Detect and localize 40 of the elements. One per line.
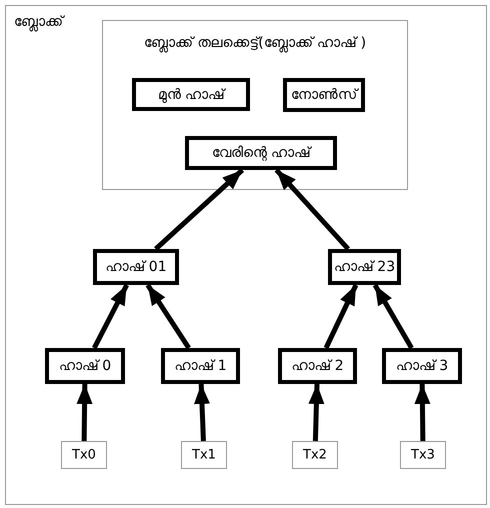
arrow bbox=[194, 384, 210, 442]
hash-box bbox=[328, 249, 401, 285]
hash-box bbox=[45, 348, 125, 384]
hash-label: ഹാഷ് 2 bbox=[290, 358, 345, 374]
hash-label: വേരിന്റെ ഹാഷ് bbox=[210, 145, 313, 161]
heading: ബ്ലോക്ക് തലക്കെട്ട്(ബ്ലോക്ക് ഹാഷ് ) bbox=[142, 35, 368, 51]
transaction-box bbox=[61, 441, 107, 469]
heading: ബ്ലോക്ക് bbox=[14, 14, 63, 30]
arrow bbox=[76, 384, 93, 442]
hash-box bbox=[93, 249, 179, 285]
arrow bbox=[92, 284, 129, 350]
hash-box bbox=[278, 348, 357, 384]
arrow bbox=[324, 284, 358, 350]
arrow bbox=[308, 384, 324, 442]
hash-label: മുൻ ഹാഷ് bbox=[156, 86, 227, 102]
arrow bbox=[154, 168, 244, 251]
transaction-box bbox=[292, 441, 338, 469]
hash-box bbox=[132, 78, 250, 111]
transaction-label: Tx1 bbox=[191, 448, 217, 462]
arrow bbox=[414, 384, 430, 442]
hash-label: ഹാഷ് 0 bbox=[58, 358, 112, 374]
hash-box bbox=[283, 78, 365, 112]
transaction-label: Tx3 bbox=[410, 448, 436, 462]
arrow bbox=[274, 168, 350, 251]
hash-box bbox=[161, 348, 240, 384]
transaction-label: Tx0 bbox=[71, 448, 97, 462]
hash-label: ഹാഷ് 23 bbox=[332, 259, 396, 275]
arrow bbox=[372, 284, 414, 350]
hash-label: നോൺസ് bbox=[290, 87, 360, 103]
hash-label: ഹാഷ് 1 bbox=[173, 358, 228, 374]
header-panel bbox=[102, 20, 408, 190]
transaction-label: Tx2 bbox=[302, 448, 328, 462]
transaction-box bbox=[400, 441, 446, 469]
hash-label: ഹാഷ് 3 bbox=[394, 358, 450, 374]
hash-label: ഹാഷ് 01 bbox=[104, 259, 168, 275]
transaction-box bbox=[181, 441, 227, 469]
hash-box bbox=[185, 136, 337, 170]
block-frame bbox=[5, 5, 487, 505]
hash-box bbox=[382, 348, 462, 384]
arrow bbox=[146, 284, 191, 350]
